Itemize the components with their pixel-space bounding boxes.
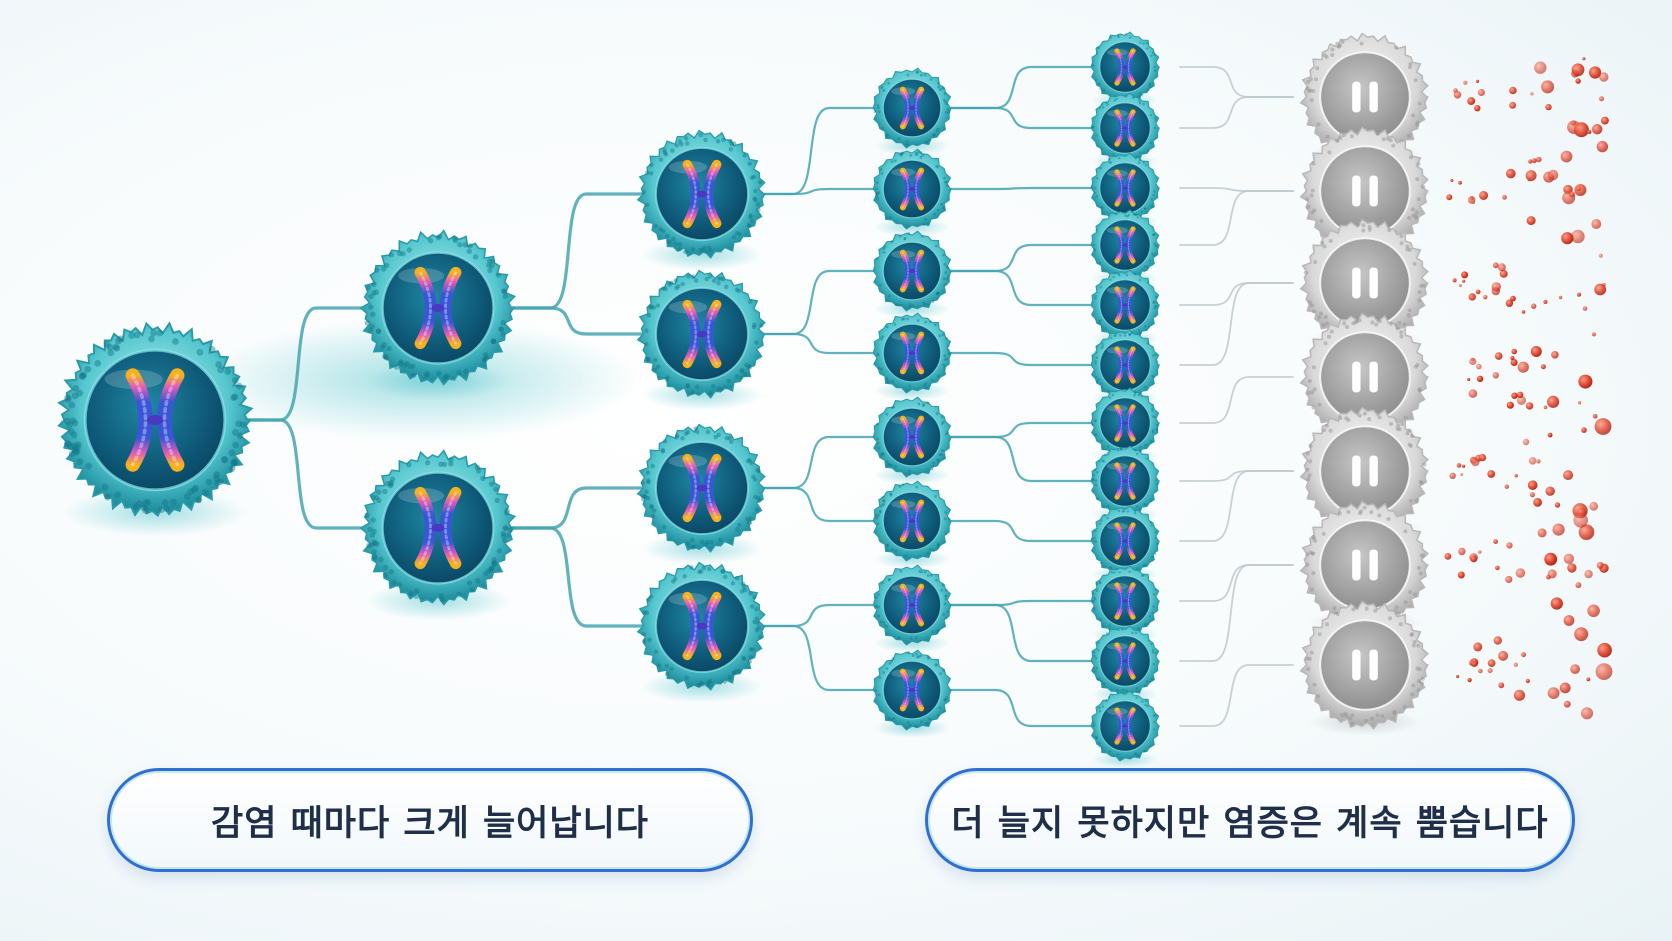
chromosome-icon — [1114, 707, 1136, 745]
gen3-cell — [636, 423, 766, 553]
caption-expansion: 감염 때마다 크게 늘어납니다 — [107, 768, 753, 872]
gen5-cell — [1090, 690, 1161, 762]
gen4-cell — [872, 649, 952, 731]
chromosome-icon — [899, 331, 925, 375]
chromosome-icon — [125, 368, 185, 472]
cytokine-cluster — [1453, 57, 1609, 138]
gen5-cell — [1090, 269, 1161, 341]
pause-icon — [1352, 81, 1378, 113]
exhausted-cell — [1299, 32, 1429, 162]
gen2-cell — [359, 229, 517, 386]
chromosome-icon — [414, 486, 462, 570]
gen4-cell — [872, 396, 952, 478]
gen4-cell — [872, 148, 952, 230]
chromosome-icon — [899, 167, 925, 211]
exhausted-cell — [1299, 126, 1429, 256]
chromosome-icon — [682, 299, 722, 369]
caption-expansion-text: 감염 때마다 크게 늘어납니다 — [211, 803, 649, 844]
gen5-cell — [1090, 152, 1161, 224]
chromosome-icon — [899, 249, 925, 293]
cytokine-cluster — [1449, 427, 1599, 519]
gen4-cell — [872, 67, 952, 149]
gen5-cell — [1090, 505, 1161, 577]
gen4-cell — [872, 312, 952, 394]
chromosome-icon — [899, 668, 925, 712]
chromosome-icon — [899, 583, 925, 627]
chromosome-icon — [1114, 404, 1136, 442]
gen5-cell — [1090, 565, 1161, 637]
chromosome-icon — [1114, 346, 1136, 384]
gen5-cell — [1090, 92, 1161, 164]
gen2-cell — [359, 449, 517, 606]
pause-icon — [1352, 649, 1378, 681]
chromosome-icon — [1114, 286, 1136, 324]
cell-layer — [57, 31, 1429, 762]
chromosome-icon — [899, 499, 925, 543]
chromosome-icon — [1114, 522, 1136, 560]
pause-icon — [1352, 175, 1378, 207]
chromosome-icon — [682, 453, 722, 523]
gen5-cell — [1090, 329, 1161, 401]
exhausted-cell — [1299, 406, 1429, 536]
cytokine-cluster — [1452, 232, 1607, 337]
chromosome-icon — [1114, 109, 1136, 147]
chromosome-icon — [1114, 48, 1136, 86]
cytokine-cluster — [1444, 513, 1609, 618]
gen3-cell — [636, 561, 766, 691]
chromosome-icon — [1114, 226, 1136, 264]
gen5-cell — [1090, 625, 1161, 697]
gen5-cell — [1090, 445, 1161, 517]
cytokine-cluster — [1446, 140, 1609, 244]
chromosome-icon — [414, 266, 462, 350]
branch-connectors — [235, 65, 1294, 728]
caption-inflammation-text: 더 늘지 못하지만 염증은 계속 뿜습니다 — [951, 803, 1549, 844]
cytokine-cluster — [1467, 346, 1612, 435]
chromosome-icon — [1114, 169, 1136, 207]
exhausted-cell — [1299, 600, 1429, 730]
cytokine-cluster — [1456, 615, 1613, 720]
chromosome-icon — [899, 86, 925, 130]
gen3-cell — [636, 269, 766, 399]
chromosome-icon — [682, 591, 722, 661]
caption-inflammation: 더 늘지 못하지만 염증은 계속 뿜습니다 — [925, 768, 1575, 872]
founder-cell — [57, 321, 254, 518]
gen4-cell — [872, 480, 952, 562]
chromosome-icon — [1114, 582, 1136, 620]
chromosome-icon — [1114, 642, 1136, 680]
gen3-cell — [636, 129, 766, 259]
pause-icon — [1352, 361, 1378, 393]
gen5-cell — [1090, 209, 1161, 281]
chromosome-icon — [1114, 462, 1136, 500]
gen4-cell — [872, 230, 952, 312]
chromosome-icon — [899, 415, 925, 459]
chromosome-icon — [682, 159, 722, 229]
cytokine-layer — [1444, 57, 1613, 720]
pause-icon — [1352, 267, 1378, 299]
gen4-cell — [872, 564, 952, 646]
pause-icon — [1352, 455, 1378, 487]
pause-icon — [1352, 549, 1378, 581]
exhausted-cell — [1299, 312, 1429, 442]
gen5-cell — [1090, 31, 1161, 103]
